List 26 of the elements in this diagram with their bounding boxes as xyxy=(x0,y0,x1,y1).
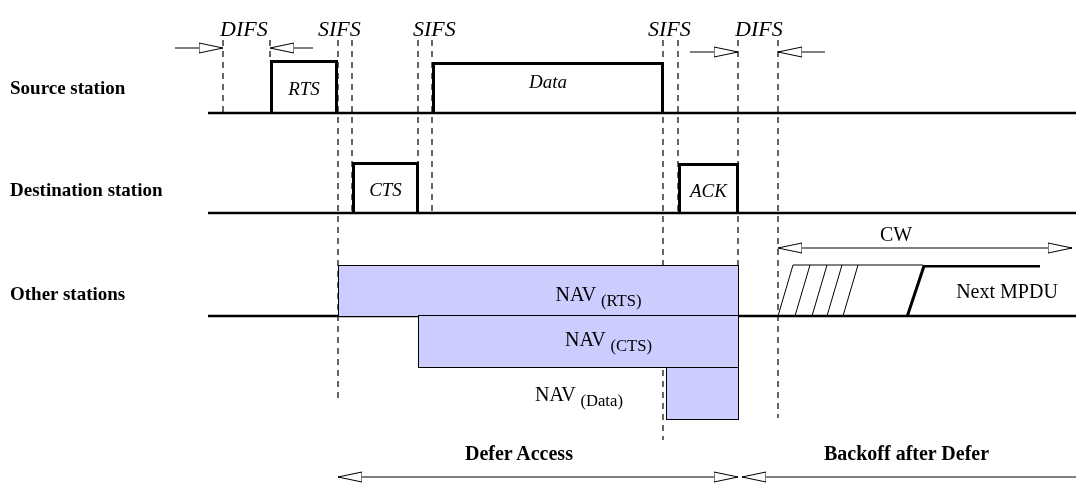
frame-label: Data xyxy=(529,72,567,91)
nav-label: NAV $_{(Data)}$ xyxy=(535,384,623,410)
row-label: Source station xyxy=(10,78,126,97)
frame-label: NAV $_{(CTS)}$ xyxy=(565,328,652,355)
interval-label: DIFS xyxy=(735,18,783,40)
nav-bar xyxy=(666,367,739,420)
ack-frame xyxy=(678,163,739,214)
interval-label: SIFS xyxy=(648,18,691,40)
nav-bar xyxy=(338,265,739,317)
frame-label: RTS xyxy=(288,79,320,98)
frame-label: NAV $_{(RTS)}$ xyxy=(555,284,642,310)
frame-label: ACK xyxy=(690,180,727,200)
interval-label: CW xyxy=(880,224,913,244)
nav-bar xyxy=(418,315,739,368)
interval-label: SIFS xyxy=(413,18,456,40)
frame-label: Next MPDU xyxy=(956,281,1058,301)
row-label: Other stations xyxy=(10,284,126,303)
data-frame xyxy=(432,62,664,114)
interval-label: DIFS xyxy=(220,18,268,40)
interval-label: SIFS xyxy=(318,18,361,40)
row-label: Destination station xyxy=(10,180,163,199)
phase-label: Defer Access xyxy=(465,443,573,463)
rts-frame xyxy=(270,60,338,114)
cts-frame xyxy=(352,162,419,214)
frame-label: CTS xyxy=(369,180,402,199)
phase-label: Backoff after Defer xyxy=(824,443,990,463)
